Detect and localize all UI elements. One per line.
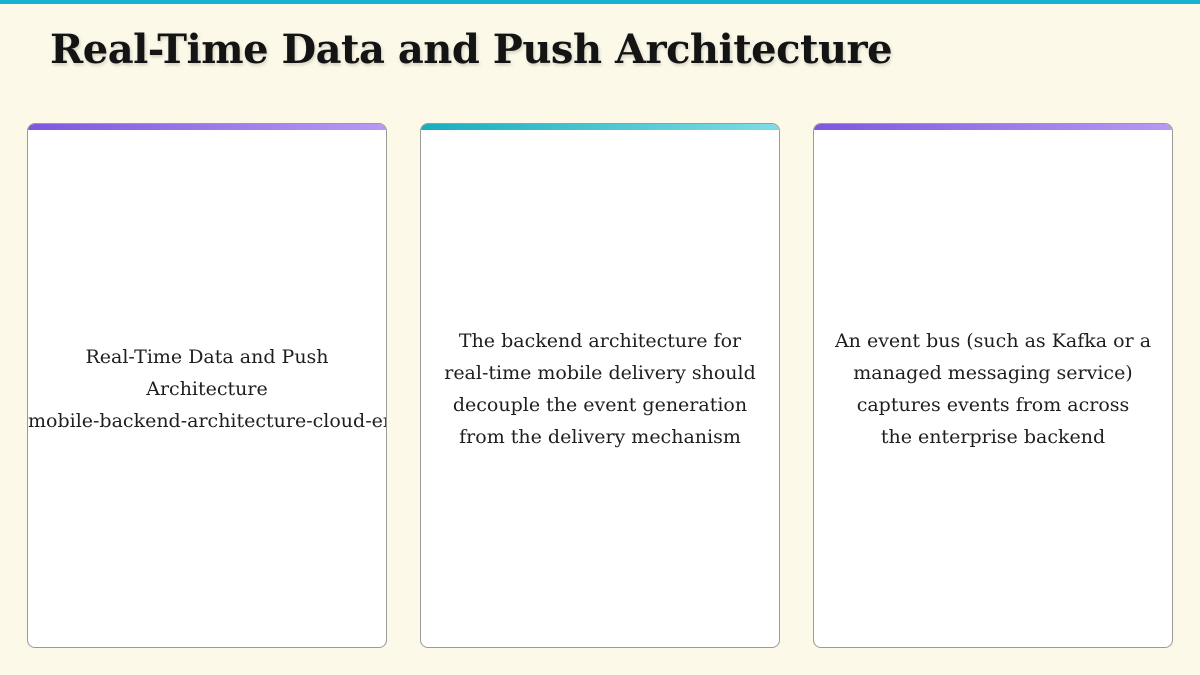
card-body: The backend architecture for real-time m… (421, 130, 779, 647)
content-card-2: The backend architecture for real-time m… (420, 123, 780, 648)
card-text-line: real-time mobile delivery should (444, 361, 756, 384)
card-text-line: managed messaging service) (853, 361, 1133, 384)
content-card-1: Real-Time Data and Push Architecture mob… (27, 123, 387, 648)
content-card-3: An event bus (such as Kafka or a managed… (813, 123, 1173, 648)
card-text-line: The backend architecture for (458, 329, 742, 352)
slide-title: Real-Time Data and Push Architecture (50, 26, 893, 73)
card-text-line: from the delivery mechanism (459, 425, 741, 448)
card-text-line: decouple the event generation (452, 393, 748, 416)
card-text-line: Architecture (146, 377, 268, 400)
top-accent-bar (0, 0, 1200, 4)
card-text-line: the enterprise backend (880, 425, 1106, 448)
card-text-line: Real-Time Data and Push (85, 345, 329, 368)
card-body: Real-Time Data and Push Architecture mob… (28, 130, 386, 647)
card-accent-bar (421, 124, 779, 130)
card-slug-text: mobile-backend-architecture-cloud-era-re… (28, 409, 386, 432)
card-body: An event bus (such as Kafka or a managed… (814, 130, 1172, 647)
card-text-line: An event bus (such as Kafka or a (834, 329, 1152, 352)
card-text-line: captures events from across (856, 393, 1130, 416)
card-accent-bar (28, 124, 386, 130)
card-accent-bar (814, 124, 1172, 130)
